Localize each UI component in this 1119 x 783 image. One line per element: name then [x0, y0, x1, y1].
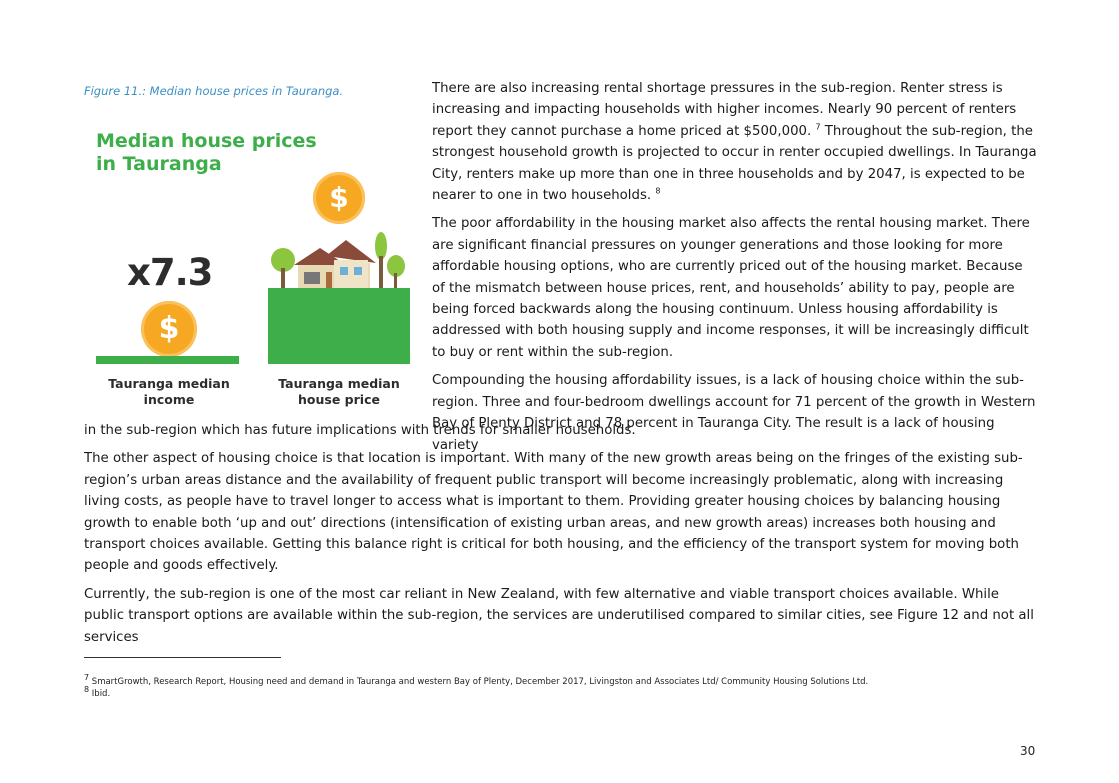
paragraph-text: Throughout the sub-region, the strongest…	[432, 123, 1037, 204]
page-number: 30	[1020, 744, 1036, 758]
median-house-price-infographic: Median house prices in Tauranga x7.3 $ $…	[84, 118, 414, 418]
house-price-label: Tauranga median house price	[278, 376, 400, 407]
paragraph: Currently, the sub-region is one of the …	[84, 586, 1034, 645]
paragraph-text: There are also increasing rental shortag…	[432, 81, 1017, 139]
full-width-text: in the sub-region which has future impli…	[84, 420, 1040, 655]
footnote-divider	[84, 657, 281, 658]
paragraph-continuation: in the sub-region which has future impli…	[84, 423, 636, 438]
footnote-text: SmartGrowth, Research Report, Housing ne…	[89, 677, 869, 687]
paragraph: The other aspect of housing choice is th…	[84, 451, 1023, 574]
footnote-text: Ibid.	[89, 689, 111, 699]
dollar-coin-icon: $	[313, 172, 365, 224]
paragraph: The poor affordability in the housing ma…	[432, 216, 1030, 360]
footnote-ref: 8	[655, 186, 661, 196]
footnote-number: 8	[84, 685, 90, 695]
price-to-income-multiplier: x7.3	[127, 251, 213, 294]
footnote: 8 Ibid.	[84, 686, 111, 699]
paragraph: There are also increasing rental shortag…	[432, 78, 1038, 206]
footnote: 7 SmartGrowth, Research Report, Housing …	[84, 674, 869, 687]
income-bar	[96, 356, 239, 364]
paragraph: Compounding the housing affordability is…	[432, 373, 1036, 453]
right-text-column: There are also increasing rental shortag…	[432, 78, 1038, 463]
infographic-title: Median house prices in Tauranga	[96, 130, 317, 175]
figure-caption: Figure 11.: Median house prices in Taura…	[84, 84, 344, 98]
footnote-number: 7	[84, 673, 90, 683]
house-illustration-icon	[271, 232, 405, 288]
income-label: Tauranga median income	[108, 376, 230, 407]
house-price-bar	[268, 288, 410, 364]
footnote-ref: 7	[815, 122, 821, 132]
dollar-coin-icon: $	[141, 301, 197, 357]
